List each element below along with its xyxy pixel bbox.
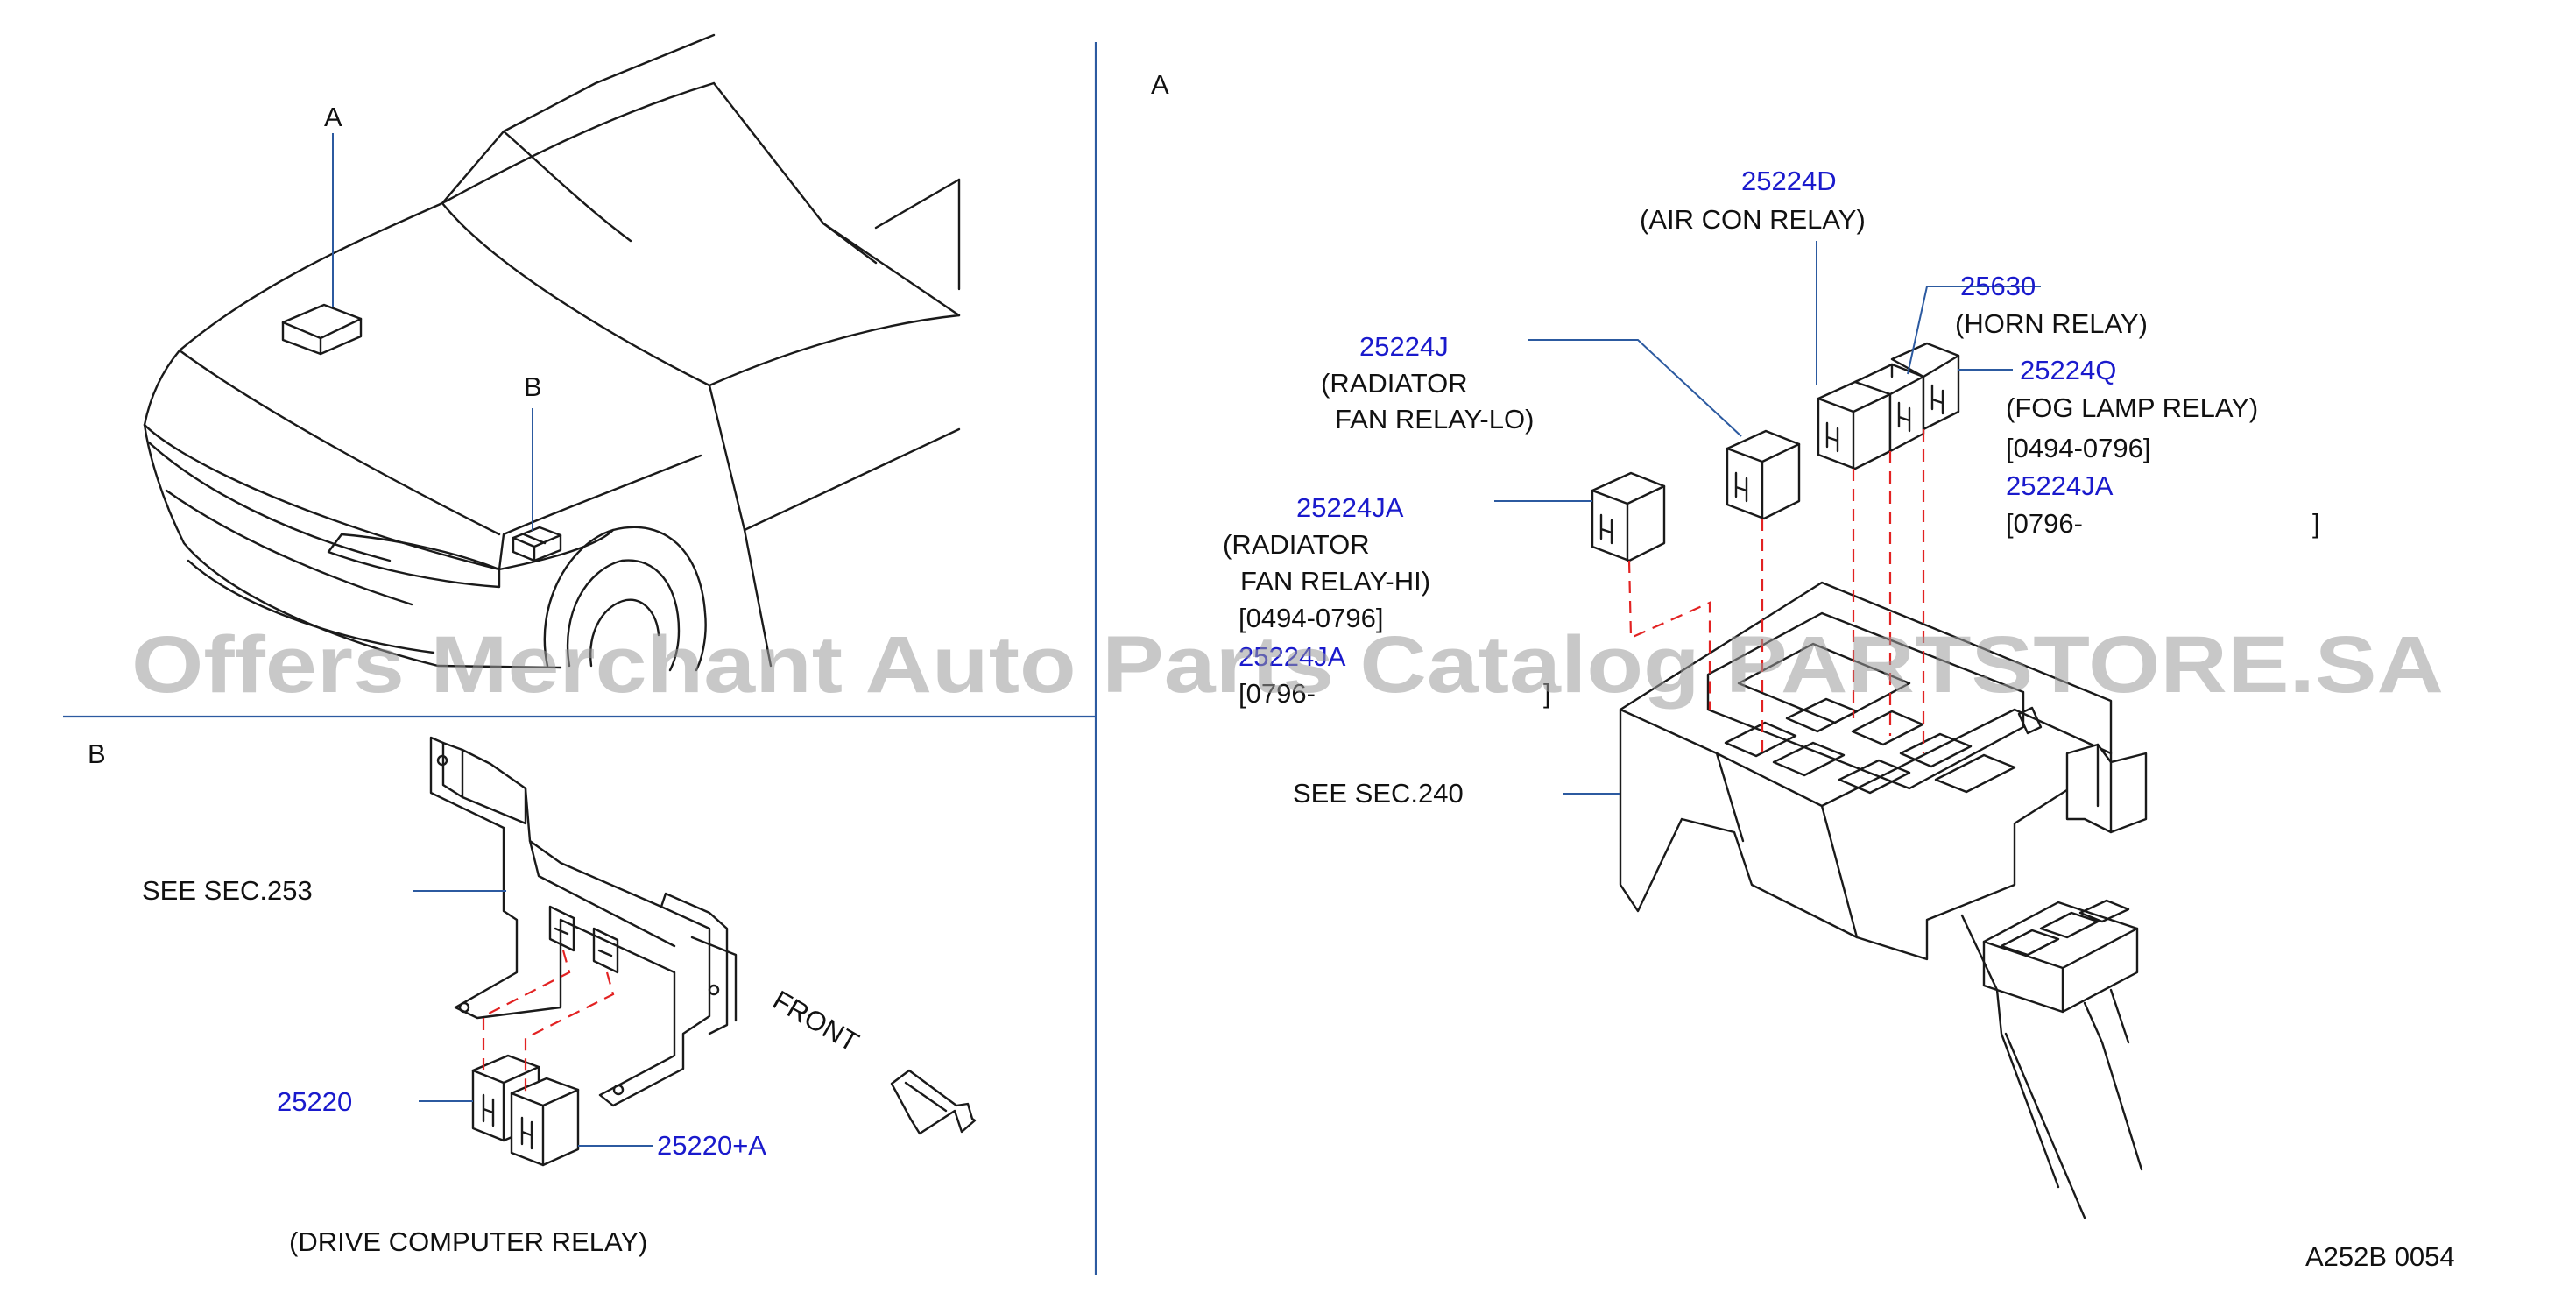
part-number-25220a: 25220+A bbox=[657, 1130, 766, 1161]
watermark: Offers Merchant Auto Parts Catalog PARTS… bbox=[131, 620, 2444, 710]
see-sec-253-label: SEE SEC.253 bbox=[142, 875, 313, 906]
part-number-25630: 25630 bbox=[1960, 271, 2036, 301]
fan-relay-hi-label-1: (RADIATOR bbox=[1223, 529, 1370, 560]
fan-relay-lo-label-1: (RADIATOR bbox=[1321, 368, 1468, 399]
callout-a-panel: A bbox=[1151, 69, 1169, 100]
air-con-relay-label: (AIR CON RELAY) bbox=[1640, 204, 1866, 235]
part-number-25220: 25220 bbox=[277, 1086, 352, 1117]
fan-hi-range-1: [0494-0796] bbox=[1239, 603, 1383, 633]
bracket-illustration bbox=[413, 736, 977, 1167]
part-number-25224j: 25224J bbox=[1359, 331, 1449, 362]
fog-range-1: [0494-0796] bbox=[2006, 433, 2150, 463]
fuse-box-illustration bbox=[1494, 241, 2148, 1219]
car-illustration bbox=[143, 33, 961, 672]
part-number-25224q: 25224Q bbox=[2020, 355, 2116, 385]
fan-relay-hi-label-2: FAN RELAY-HI) bbox=[1240, 566, 1430, 597]
fog-range-2-end: ] bbox=[2312, 508, 2320, 539]
diagram-code: A252B 0054 bbox=[2305, 1241, 2455, 1272]
front-arrow-icon bbox=[890, 1069, 977, 1135]
callout-b-panel: B bbox=[88, 738, 106, 769]
fan-hi-range-2: [0796- bbox=[1239, 678, 1316, 709]
front-label: FRONT bbox=[768, 985, 865, 1058]
relay-box-a-marker bbox=[281, 303, 363, 356]
fog-lamp-relay-label: (FOG LAMP RELAY) bbox=[2006, 392, 2258, 423]
fog-range-2: [0796- bbox=[2006, 508, 2083, 539]
fan-hi-range-2-end: ] bbox=[1543, 678, 1551, 709]
part-number-25224ja-hi: 25224JA bbox=[1296, 492, 1404, 523]
part-number-25224ja-hi-alt: 25224JA bbox=[1239, 641, 1346, 672]
callout-b-car: B bbox=[524, 371, 542, 402]
horn-relay-label: (HORN RELAY) bbox=[1955, 308, 2148, 339]
drive-computer-relay-caption: (DRIVE COMPUTER RELAY) bbox=[289, 1226, 647, 1257]
see-sec-240-label: SEE SEC.240 bbox=[1293, 778, 1464, 809]
callout-a-car: A bbox=[324, 102, 342, 132]
part-number-25224ja-fog: 25224JA bbox=[2006, 470, 2114, 501]
part-number-25224d: 25224D bbox=[1741, 166, 1837, 196]
fan-relay-lo-label-2: FAN RELAY-LO) bbox=[1335, 404, 1534, 435]
